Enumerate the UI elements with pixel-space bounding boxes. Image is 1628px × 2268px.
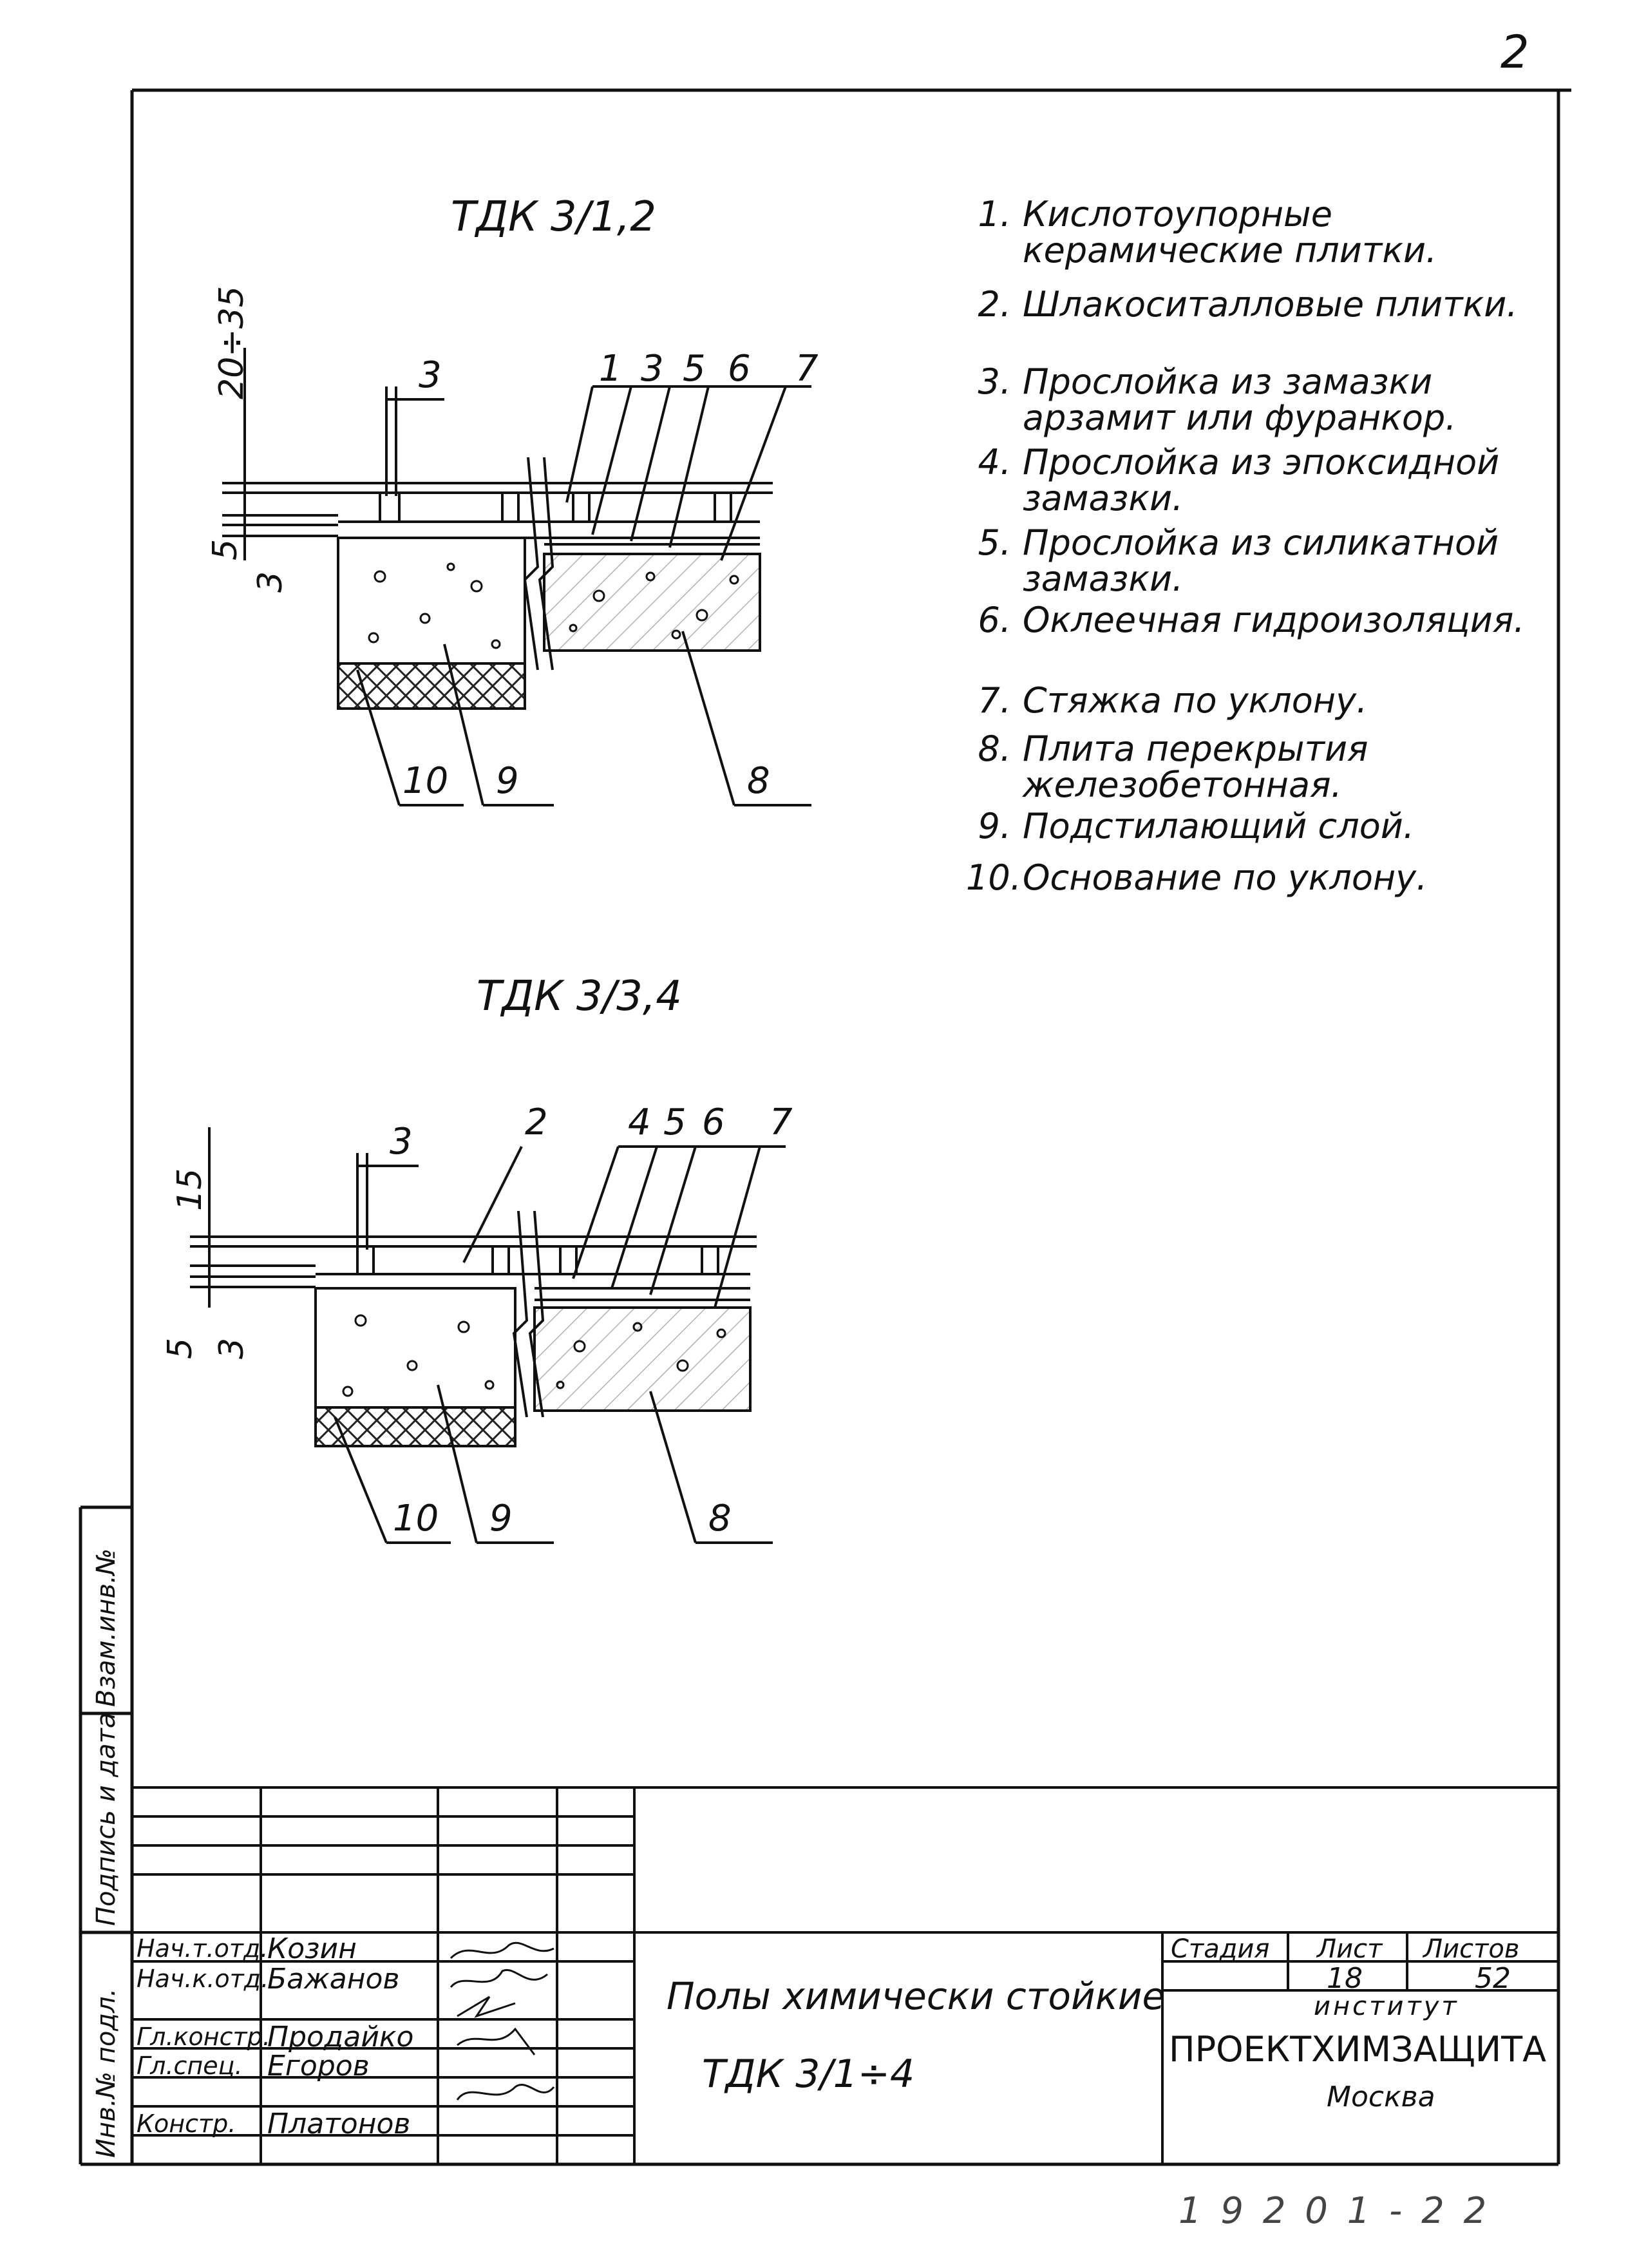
section-2-dim-top: 15 xyxy=(171,1168,209,1211)
drawing-code: ТДК 3/1÷4 xyxy=(702,2052,915,2097)
legend-item: 8.Плита перекрытия железобетонная. xyxy=(978,729,1368,805)
legend-item: 10.Основание по уклону. xyxy=(966,857,1428,898)
frame xyxy=(79,88,1571,2166)
title-block-grid xyxy=(132,1786,1558,2164)
section-2-dim-left-b: 3 xyxy=(213,1337,251,1359)
footer-number: 1 9 2 0 1 - 2 2 xyxy=(1178,2190,1491,2232)
section-2-callout-5: 5 xyxy=(663,1101,686,1143)
tb-name: Платонов xyxy=(267,2108,411,2140)
section-1-callout-6: 6 xyxy=(728,348,751,390)
section-1-drawing xyxy=(222,348,811,806)
section-2-dim-small: 3 xyxy=(390,1121,413,1163)
sheet-label: Лист xyxy=(1317,1934,1383,1964)
section-1-callout-7: 7 xyxy=(795,348,819,390)
section-1-dim-small: 3 xyxy=(419,354,442,396)
section-2-title: ТДК 3/3,4 xyxy=(477,973,682,1020)
section-2-callout-7: 7 xyxy=(770,1101,793,1143)
sheet-number: 18 xyxy=(1327,1962,1363,1995)
corner-mark: 2 xyxy=(1500,26,1529,79)
tb-name: Егоров xyxy=(267,2050,370,2082)
legend-item: 7.Стяжка по уклону. xyxy=(978,680,1368,721)
section-1-callout-5: 5 xyxy=(683,348,706,390)
institute-city: Москва xyxy=(1327,2081,1435,2113)
signatures xyxy=(450,1941,555,2101)
section-1-callout-10: 10 xyxy=(402,760,449,802)
sheets-total: 52 xyxy=(1475,1962,1511,1995)
section-2-callout-8: 8 xyxy=(708,1498,732,1539)
tb-role: Гл.спец. xyxy=(137,2052,243,2080)
section-2-drawing xyxy=(190,1127,786,1544)
tb-role: Гл.констр. xyxy=(137,2023,270,2051)
section-2-callout-2: 2 xyxy=(525,1101,548,1143)
section-2-callout-6: 6 xyxy=(702,1101,725,1143)
side-stamp-signature-date: Подпись и дата xyxy=(91,1712,121,1926)
section-2-aggregate xyxy=(342,1314,726,1397)
side-stamp-inv-number: Инв.№ подл. xyxy=(91,1988,121,2158)
section-2-callout-4: 4 xyxy=(628,1101,651,1143)
section-1-dim-left-a: 5 xyxy=(206,538,245,560)
section-1-callout-1: 1 xyxy=(599,348,622,390)
legend-item: 6.Оклеечная гидроизоляция. xyxy=(978,600,1525,640)
institute-name: ПРОЕКТХИМЗАЩИТА xyxy=(1169,2029,1547,2070)
legend-item: 9.Подстилающий слой. xyxy=(978,806,1415,846)
legend-item: 2.Шлакоситалловые плитки. xyxy=(978,284,1518,325)
section-2-dim-left-a: 5 xyxy=(161,1337,200,1359)
section-1-dim-top: 20÷35 xyxy=(213,286,251,399)
section-1-dim-left-b: 3 xyxy=(251,571,290,593)
legend-item: 1.Кислотоупорные керамические плитки. xyxy=(978,194,1437,271)
tb-role: Нач.т.отд. xyxy=(137,1934,269,1963)
sheets-label: Листов xyxy=(1423,1934,1520,1964)
section-1-callout-8: 8 xyxy=(747,760,770,802)
section-2-callout-9: 9 xyxy=(489,1498,513,1539)
legend-item: 3.Прослойка из замазки арзамит или фуран… xyxy=(978,361,1457,438)
section-1-callout-9: 9 xyxy=(496,760,519,802)
side-stamp-replacement: Взам.инв.№ xyxy=(91,1548,121,1707)
tb-name: Козин xyxy=(267,1932,357,1965)
drawing-title: Полы химически стойкие xyxy=(667,1974,1166,2018)
legend-item: 5.Прослойка из силикатной замазки. xyxy=(978,522,1499,599)
tb-name: Продайко xyxy=(267,2021,414,2054)
section-1-aggregate xyxy=(368,562,739,649)
tb-role: Констр. xyxy=(137,2110,236,2138)
tb-name: Бажанов xyxy=(267,1963,400,1996)
section-2-callout-10: 10 xyxy=(393,1498,439,1539)
section-1-title: ТДК 3/1,2 xyxy=(451,193,656,241)
tb-role: Нач.к.отд. xyxy=(137,1965,269,1993)
section-1-callout-3: 3 xyxy=(641,348,664,390)
stage-label: Стадия xyxy=(1171,1934,1270,1964)
legend-item: 4.Прослойка из эпоксидной замазки. xyxy=(978,442,1500,519)
institute-label: институт xyxy=(1314,1992,1459,2021)
